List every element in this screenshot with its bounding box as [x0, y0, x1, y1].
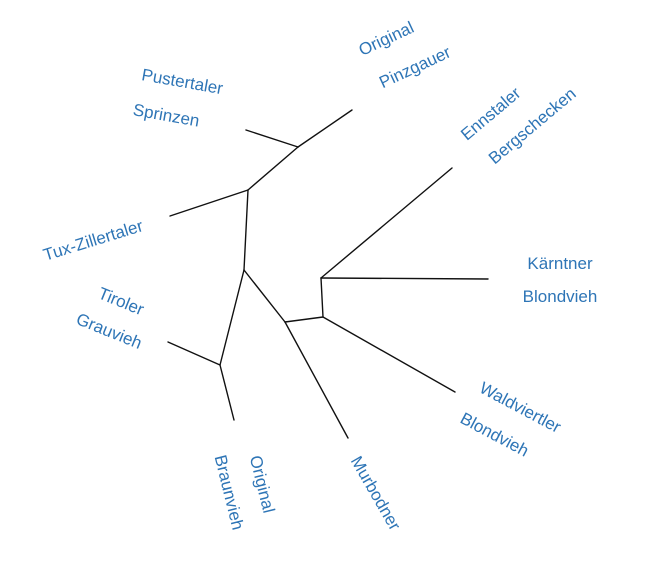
branch-ennstaler [320, 167, 453, 279]
svg-text:Tux-Zillertaler: Tux-Zillertaler [41, 216, 146, 264]
svg-text:Kärntner: Kärntner [527, 254, 593, 273]
label-tux-zillertaler: Tux-Zillertaler [41, 216, 146, 264]
label-original-braunvieh: Original Braunvieh [211, 453, 279, 532]
branch-internal-b [243, 189, 249, 271]
label-kaerntner-blondvieh: Kärntner Blondvieh [523, 254, 598, 306]
svg-text:Tiroler: Tiroler [95, 284, 147, 320]
svg-text:Braunvieh: Braunvieh [211, 453, 248, 532]
svg-text:Pinzgauer: Pinzgauer [376, 42, 454, 92]
branch-tiroler [167, 341, 221, 366]
label-tiroler-grauvieh: Tiroler Grauvieh [74, 284, 147, 353]
branch-murbodner [284, 321, 349, 439]
svg-text:Sprinzen: Sprinzen [132, 100, 201, 130]
branch-internal-d [243, 269, 286, 323]
svg-text:Original: Original [246, 454, 279, 515]
svg-text:Pustertaler: Pustertaler [140, 65, 225, 98]
branch-internal-a [247, 146, 299, 191]
branch-pustertaler [245, 129, 299, 148]
branch-internal-c [219, 269, 245, 366]
label-murbodner: Murbodner [347, 453, 405, 534]
branch-pinzgauer [297, 109, 353, 148]
branch-tux-zillertaler [169, 189, 249, 217]
label-pustertaler-sprinzen: Pustertaler Sprinzen [132, 65, 225, 130]
svg-text:Original: Original [356, 18, 417, 60]
branch-internal-e [284, 316, 324, 323]
branch-braunvieh [219, 364, 235, 421]
label-original-pinzgauer: Original Pinzgauer [356, 18, 454, 92]
svg-text:Blondvieh: Blondvieh [523, 287, 598, 306]
label-ennstaler-bergschecken: Ennstaler Bergschecken [457, 83, 580, 168]
branch-kaerntner [320, 277, 489, 280]
label-waldviertler-blondvieh: Waldviertler Blondvieh [457, 378, 564, 460]
branch-waldviertler [322, 316, 456, 393]
tree-branches [167, 109, 489, 439]
svg-text:Murbodner: Murbodner [347, 453, 405, 534]
branch-internal-f [320, 277, 324, 318]
leaf-labels: Original Pinzgauer Pustertaler Sprinzen … [41, 18, 598, 534]
